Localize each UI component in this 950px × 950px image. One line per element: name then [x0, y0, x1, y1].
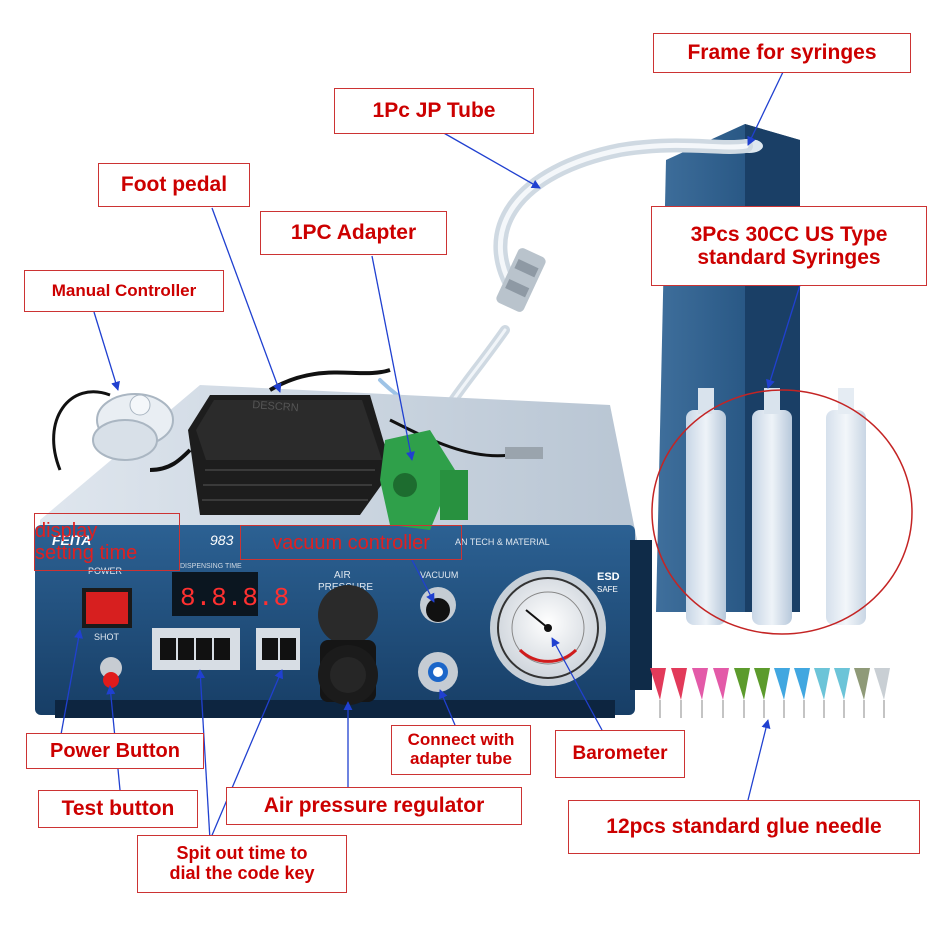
label-vacuum-controller: vacuum controller	[240, 525, 462, 560]
shot-label: SHOT	[94, 632, 120, 642]
label-spit-out-time: Spit out time to dial the code key	[137, 835, 347, 893]
tube-connector	[496, 248, 546, 312]
label-syringes-line2: standard Syringes	[697, 246, 881, 269]
label-jp-tube: 1Pc JP Tube	[334, 88, 534, 134]
manual-controller	[52, 390, 192, 472]
test-button-body[interactable]	[100, 657, 122, 688]
time-display: 8.8.8.8	[172, 572, 289, 616]
power-button-body[interactable]	[82, 588, 132, 628]
air-pressure-knob[interactable]	[318, 585, 378, 705]
arrow-spit-2	[209, 669, 283, 841]
model-text: 983	[210, 532, 234, 548]
label-spit-line2: dial the code key	[169, 863, 315, 883]
cable	[389, 418, 543, 459]
label-connect-adapter-tube: Connect with adapter tube	[391, 725, 531, 775]
label-display-line2: setting time	[35, 542, 138, 564]
arrow-manual	[93, 311, 120, 391]
pedal-brand-text: DESCRN	[252, 399, 299, 414]
brand-text: FEITA	[52, 532, 91, 548]
arrow-tube	[434, 127, 541, 189]
arrow-adapter	[371, 255, 415, 461]
power-label: POWER	[88, 566, 123, 576]
air-label-1: AIR	[334, 570, 351, 581]
dispensing-time-label: DISPENSING TIME	[180, 563, 242, 570]
barometer-gauge	[490, 570, 606, 686]
callout-arrows	[59, 71, 801, 841]
maker-text: AN TECH & MATERIAL	[455, 537, 550, 547]
dip-switches-time[interactable]	[152, 628, 240, 670]
green-adapter	[380, 430, 468, 530]
label-spit-line1: Spit out time to	[176, 843, 308, 864]
dip-switches-interval[interactable]	[256, 628, 300, 670]
arrow-spit-1	[195, 669, 211, 841]
vacuum-knob[interactable]	[420, 587, 456, 623]
glue-needles	[650, 668, 890, 718]
display-digits: 8.8.8.8	[180, 583, 289, 613]
syringes	[686, 388, 866, 625]
label-syringes-line1: 3Pcs 30CC US Type	[690, 222, 888, 246]
esd-label: ESD	[597, 571, 620, 583]
label-glue-needles: 12pcs standard glue needle	[568, 800, 920, 854]
label-foot-pedal: Foot pedal	[98, 163, 250, 207]
vacuum-label: VACUUM	[420, 570, 458, 580]
label-manual-controller: Manual Controller	[24, 270, 224, 312]
label-connect-line2: adapter tube	[409, 749, 513, 768]
label-test-button: Test button	[38, 790, 198, 828]
label-barometer: Barometer	[555, 730, 685, 778]
label-power-button: Power Button	[26, 733, 204, 769]
arrow-foot-pedal	[211, 207, 282, 393]
foot-pedal	[188, 368, 392, 515]
arrow-connect	[439, 689, 456, 726]
label-display-setting-time: display setting time	[34, 513, 180, 571]
safe-label: SAFE	[597, 585, 618, 594]
arrow-vacuum	[411, 559, 435, 603]
syringe-highlight-circle	[651, 389, 913, 635]
arrow-barometer	[551, 637, 603, 731]
arrow-syringes	[766, 284, 801, 389]
arrow-frame	[747, 71, 784, 146]
label-air-pressure-regulator: Air pressure regulator	[226, 787, 522, 825]
label-adapter: 1PC Adapter	[260, 211, 447, 255]
arrow-needles	[747, 719, 771, 801]
label-display-line1: display	[35, 520, 98, 542]
label-connect-line1: Connect with	[407, 730, 515, 750]
arrow-power	[59, 629, 84, 741]
label-syringes: 3Pcs 30CC US Type standard Syringes	[651, 206, 927, 286]
label-frame-for-syringes: Frame for syringes	[653, 33, 911, 73]
air-outlet-fitting	[418, 652, 458, 692]
